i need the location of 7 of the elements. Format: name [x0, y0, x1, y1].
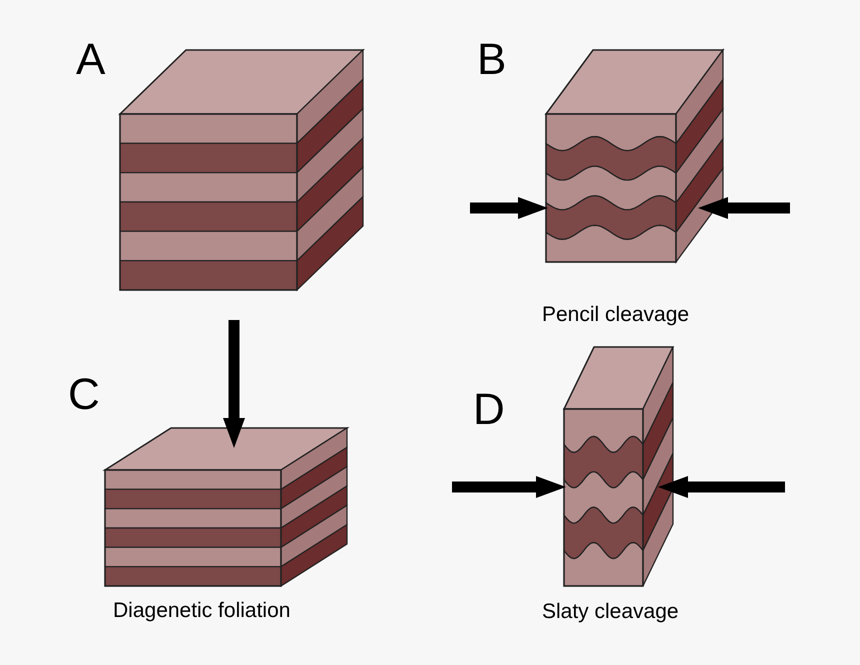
panel-letter: B [477, 38, 506, 82]
panel-letter: D [473, 388, 505, 432]
caption: Diagenetic foliation [113, 600, 290, 621]
caption: Slaty cleavage [542, 601, 679, 622]
panel-letter: C [68, 373, 100, 417]
panel-letter: A [76, 38, 106, 82]
caption: Pencil cleavage [542, 304, 690, 325]
